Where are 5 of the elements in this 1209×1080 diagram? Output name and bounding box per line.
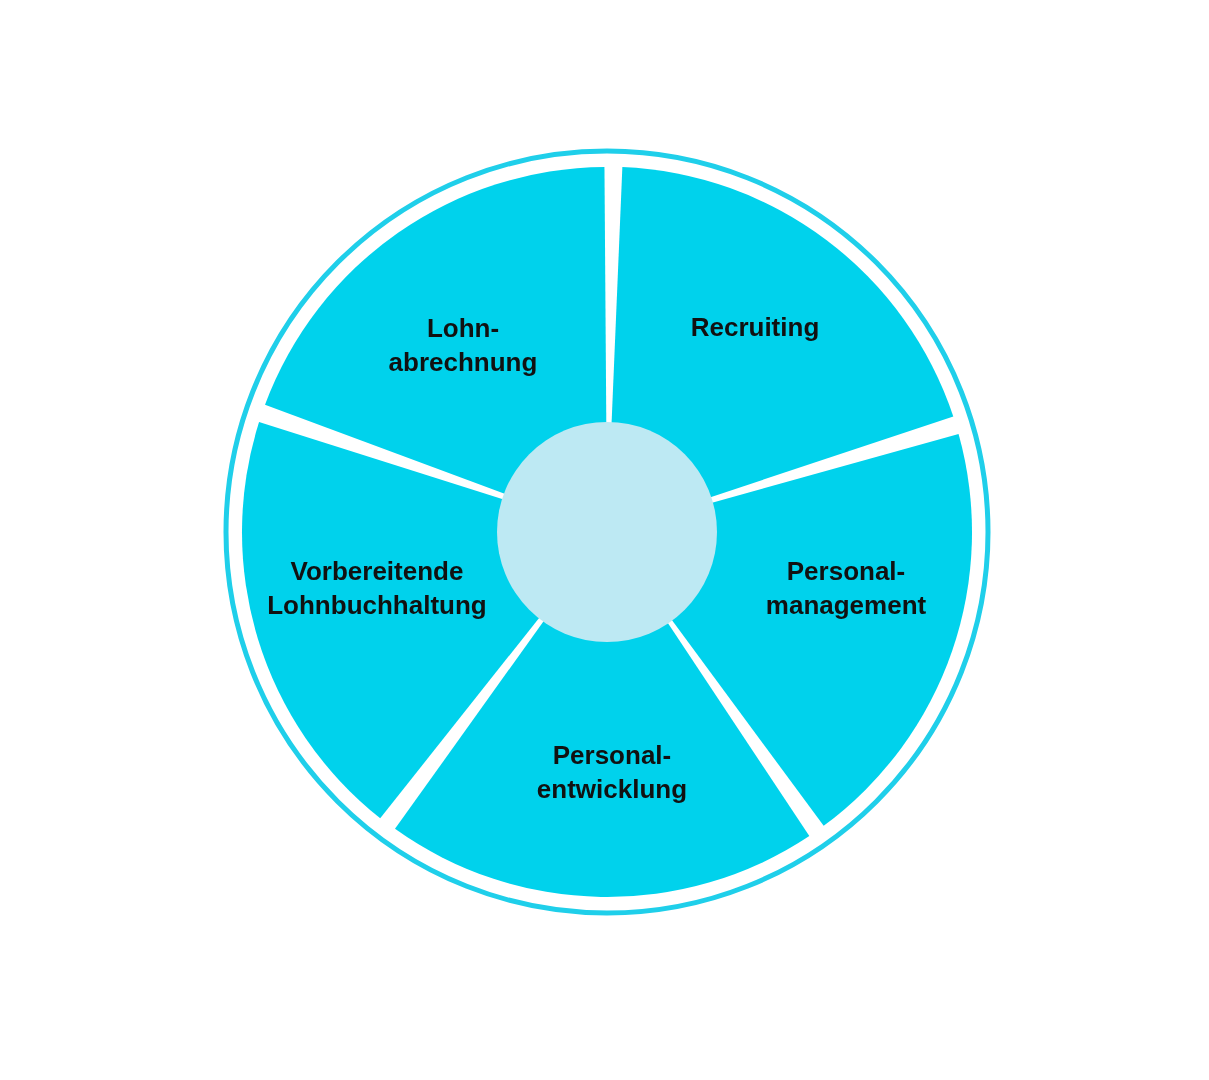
segment-label: Personal- entwicklung bbox=[535, 739, 689, 806]
segment-label: Lohn- abrechnung bbox=[387, 312, 539, 379]
segment-label: Recruiting bbox=[689, 311, 821, 344]
segment-label: Personal- management bbox=[764, 555, 928, 622]
segment-label: Vorbereitende Lohnbuchhaltung bbox=[266, 555, 488, 622]
